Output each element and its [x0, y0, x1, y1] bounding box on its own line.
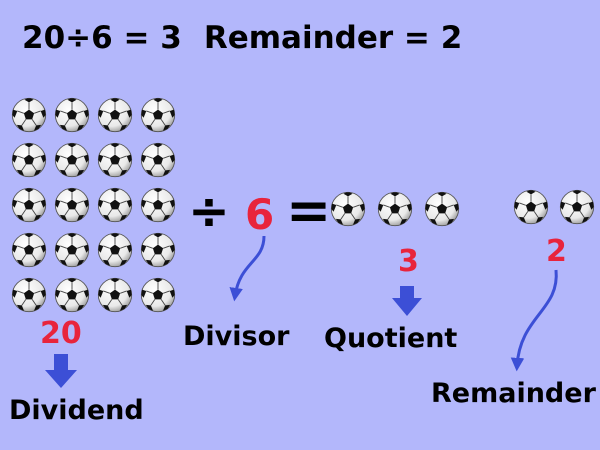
soccer-ball-icon: [97, 277, 133, 313]
soccer-ball-icon: [11, 232, 47, 268]
soccer-ball-icon: [140, 187, 176, 223]
remainder-statement: Remainder = 2: [203, 20, 463, 56]
divisor-label: Divisor: [183, 321, 290, 352]
soccer-ball-icon: [513, 189, 549, 225]
soccer-ball-icon: [97, 232, 133, 268]
equals-sign: =: [286, 179, 332, 242]
soccer-ball-icon: [97, 142, 133, 178]
soccer-ball-icon: [54, 277, 90, 313]
division-sign: ÷: [188, 182, 230, 240]
soccer-ball-icon: [140, 142, 176, 178]
equation-text: 20÷6 = 3: [22, 20, 182, 56]
soccer-ball-icon: [54, 142, 90, 178]
header-equation: 20÷6 = 3 Remainder = 2: [22, 20, 462, 56]
soccer-ball-icon: [97, 97, 133, 133]
soccer-ball-icon: [559, 189, 595, 225]
remainder-label: Remainder: [431, 378, 596, 409]
soccer-ball-icon: [11, 277, 47, 313]
quotient-number: 3: [398, 244, 419, 279]
soccer-ball-icon: [140, 232, 176, 268]
soccer-ball-icon: [377, 191, 413, 227]
soccer-ball-icon: [97, 187, 133, 223]
dividend-arrow: [45, 354, 77, 388]
soccer-ball-icon: [54, 97, 90, 133]
soccer-ball-icon: [54, 187, 90, 223]
soccer-ball-icon: [54, 232, 90, 268]
dividend-number: 20: [40, 316, 82, 351]
quotient-arrow: [392, 286, 422, 316]
soccer-ball-icon: [11, 97, 47, 133]
soccer-ball-icon: [424, 191, 460, 227]
soccer-ball-icon: [11, 142, 47, 178]
quotient-label: Quotient: [324, 323, 458, 354]
dividend-label: Dividend: [9, 395, 144, 426]
remainder-arrow: [510, 269, 558, 372]
divisor-number: 6: [245, 190, 275, 239]
remainder-number: 2: [546, 234, 567, 269]
soccer-ball-icon: [140, 97, 176, 133]
divisor-arrow: [229, 235, 266, 302]
soccer-ball-icon: [330, 191, 366, 227]
soccer-ball-icon: [140, 277, 176, 313]
soccer-ball-icon: [11, 187, 47, 223]
